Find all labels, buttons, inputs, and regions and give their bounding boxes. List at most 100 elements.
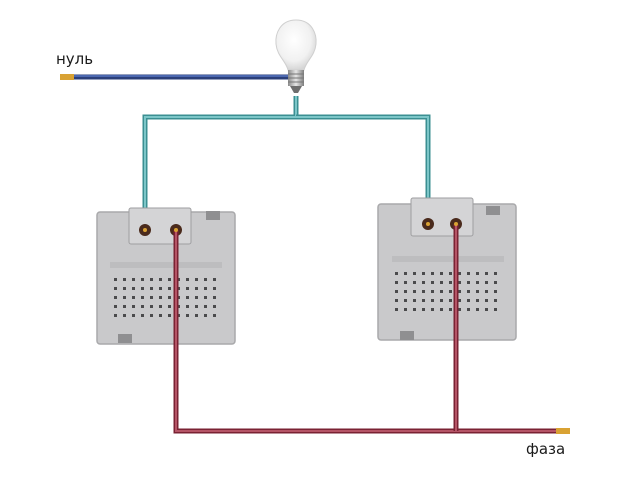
phase-wire (173, 224, 570, 434)
vent-hole (449, 272, 452, 275)
vent-hole (431, 308, 434, 311)
vent-hole (431, 281, 434, 284)
vent-hole (467, 290, 470, 293)
vent-hole (204, 314, 207, 317)
vent-hole (449, 308, 452, 311)
vent-hole (431, 272, 434, 275)
vent-hole (413, 290, 416, 293)
vent-hole (114, 287, 117, 290)
vent-hole (150, 296, 153, 299)
vent-hole (168, 278, 171, 281)
vent-hole (458, 299, 461, 302)
vent-hole (458, 272, 461, 275)
light-bulb-icon (275, 19, 317, 93)
vent-hole (114, 305, 117, 308)
vent-hole (123, 296, 126, 299)
vent-hole (186, 296, 189, 299)
neutral-label: нуль (56, 50, 94, 68)
vent-hole (422, 299, 425, 302)
vent-hole (458, 290, 461, 293)
vent-hole (195, 296, 198, 299)
vent-hole (195, 305, 198, 308)
vent-hole (449, 299, 452, 302)
vent-hole (204, 305, 207, 308)
vent-hole (186, 305, 189, 308)
vent-hole (213, 305, 216, 308)
vent-hole (186, 278, 189, 281)
vent-hole (458, 308, 461, 311)
vent-hole (204, 287, 207, 290)
vent-hole (449, 281, 452, 284)
vent-hole (413, 281, 416, 284)
vent-hole (141, 296, 144, 299)
vent-hole (132, 314, 135, 317)
vent-hole (168, 287, 171, 290)
vent-hole (476, 308, 479, 311)
vent-hole (422, 308, 425, 311)
vent-hole (485, 272, 488, 275)
vent-hole (449, 290, 452, 293)
vent-hole (404, 290, 407, 293)
vent-hole (159, 314, 162, 317)
vent-hole (141, 278, 144, 281)
vent-hole (485, 290, 488, 293)
phase-label: фаза (526, 440, 566, 458)
vent-hole (132, 305, 135, 308)
vent-hole (159, 278, 162, 281)
vent-hole (204, 296, 207, 299)
vent-hole (150, 278, 153, 281)
vent-hole (422, 290, 425, 293)
vent-hole (213, 296, 216, 299)
vent-hole (195, 287, 198, 290)
vent-hole (494, 308, 497, 311)
right-switch-module (377, 197, 517, 341)
vent-hole (440, 281, 443, 284)
vent-hole (422, 281, 425, 284)
vent-hole (114, 278, 117, 281)
vent-hole (395, 290, 398, 293)
vent-hole (458, 281, 461, 284)
vent-hole (195, 314, 198, 317)
vent-hole (440, 308, 443, 311)
vent-hole (431, 299, 434, 302)
vent-hole (485, 299, 488, 302)
vent-hole (395, 299, 398, 302)
vent-hole (395, 272, 398, 275)
vent-hole (195, 278, 198, 281)
vent-hole (132, 278, 135, 281)
vent-hole (150, 287, 153, 290)
vent-hole (141, 305, 144, 308)
vent-hole (159, 305, 162, 308)
vent-hole (150, 314, 153, 317)
vent-hole (413, 299, 416, 302)
vent-hole (467, 308, 470, 311)
vent-hole (413, 272, 416, 275)
vent-hole (413, 308, 416, 311)
vent-hole (422, 272, 425, 275)
vent-hole (114, 314, 117, 317)
vent-hole (440, 299, 443, 302)
vent-hole (123, 305, 126, 308)
phase-wire-end (556, 428, 570, 434)
vent-hole (395, 308, 398, 311)
vent-hole (168, 305, 171, 308)
vent-hole (494, 290, 497, 293)
vent-hole (213, 314, 216, 317)
vent-hole (431, 290, 434, 293)
vent-hole (467, 281, 470, 284)
vent-hole (467, 272, 470, 275)
vent-hole (168, 314, 171, 317)
vent-hole (132, 296, 135, 299)
vent-hole (159, 287, 162, 290)
vent-hole (186, 314, 189, 317)
vent-hole (404, 272, 407, 275)
vent-hole (141, 287, 144, 290)
vent-hole (186, 287, 189, 290)
vent-hole (114, 296, 117, 299)
vent-hole (476, 299, 479, 302)
vent-hole (494, 272, 497, 275)
vent-hole (485, 308, 488, 311)
vent-hole (467, 299, 470, 302)
vent-hole (476, 272, 479, 275)
